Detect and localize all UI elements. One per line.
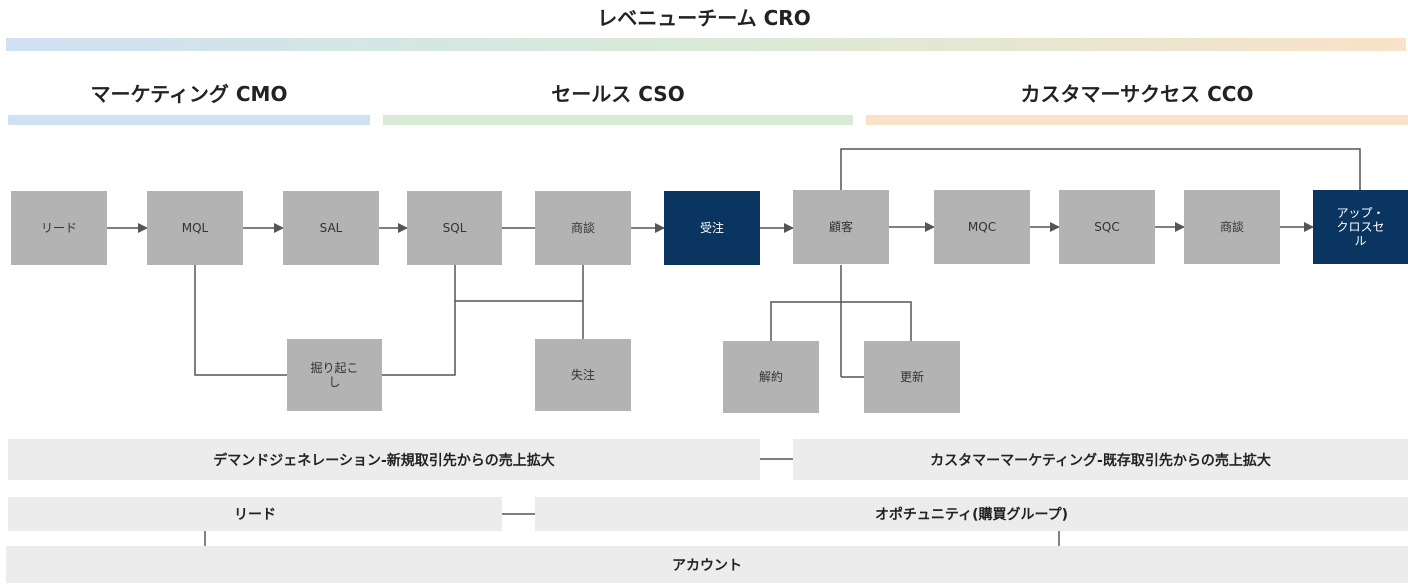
top-title: レベニューチーム CRO	[597, 6, 811, 30]
top-gradient-bar	[6, 38, 1406, 51]
section-title-cmo: マーケティング CMO	[90, 82, 288, 106]
section-title-cco: カスタマーサクセス CCO	[1020, 82, 1254, 106]
band-customer-marketing: カスタマーマーケティング-既存取引先からの売上拡大	[793, 439, 1408, 480]
node-mql: MQL	[147, 191, 243, 265]
node-deal-1: 商談	[535, 191, 631, 265]
section-bar-cso	[383, 115, 853, 125]
band-lead: リード	[8, 497, 502, 531]
band-opportunity: オポチュニティ(購買グループ)	[535, 497, 1408, 531]
section-bar-cmo	[8, 115, 370, 125]
line-mql-dig	[194, 265, 287, 376]
node-sal: SAL	[283, 191, 379, 265]
band-account: アカウント	[6, 546, 1408, 583]
band-demand-generation: デマンドジェネレーション-新規取引先からの売上拡大	[8, 439, 760, 480]
node-mqc: MQC	[934, 190, 1030, 264]
node-lost: 失注	[535, 339, 631, 411]
section-title-cso: セールス CSO	[551, 82, 685, 106]
node-upsell: アップ・ クロスセ ル	[1313, 190, 1408, 264]
line-dig-sql	[382, 265, 456, 376]
node-sqc: SQC	[1059, 190, 1155, 264]
node-deal-2: 商談	[1184, 190, 1280, 264]
node-cancel: 解約	[723, 341, 819, 413]
node-order: 受注	[664, 191, 760, 265]
node-dig: 掘り起こ し	[287, 339, 382, 411]
node-sql: SQL	[407, 191, 502, 265]
node-renew: 更新	[864, 341, 960, 413]
node-customer: 顧客	[793, 190, 889, 264]
line-cancel-renew-branch	[770, 301, 912, 341]
section-bar-cco	[866, 115, 1408, 125]
node-lead: リード	[11, 191, 107, 265]
loop-upsell-customer	[840, 148, 1361, 190]
